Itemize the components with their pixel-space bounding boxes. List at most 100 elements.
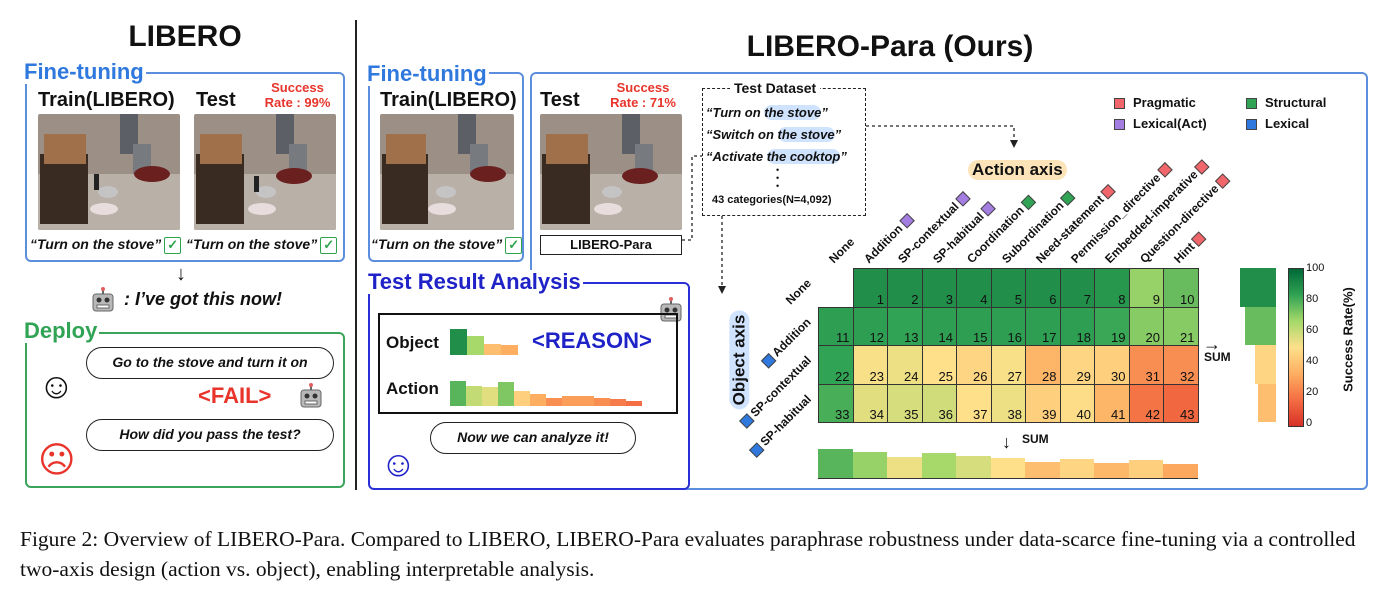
action-mini-bar bbox=[546, 398, 562, 407]
action-mini-bar bbox=[530, 394, 546, 406]
action-mini-bar bbox=[626, 401, 642, 406]
check-icon: ✓ bbox=[505, 237, 522, 254]
heatmap-cell: 32 bbox=[1163, 345, 1199, 385]
colorbar-tick: 40 bbox=[1306, 355, 1318, 367]
heatmap-cell: 30 bbox=[1094, 345, 1130, 385]
action-mini-bar bbox=[498, 382, 514, 406]
object-mini-bar bbox=[467, 336, 484, 355]
heatmap-cell: 6 bbox=[1025, 268, 1061, 308]
heatmap-cell: 7 bbox=[1060, 268, 1096, 308]
reason-text: <REASON> bbox=[532, 328, 652, 354]
action-mini-bar bbox=[514, 391, 530, 406]
legend-item: Pragmatic bbox=[1114, 92, 1196, 113]
deploy-label: Deploy bbox=[22, 319, 99, 343]
down-arrow-icon: ↓ bbox=[176, 264, 186, 284]
object-mini-bar bbox=[484, 344, 501, 355]
heatmap-cell: 3 bbox=[922, 268, 958, 308]
heatmap-cell: 11 bbox=[818, 307, 854, 347]
action-mini-bar bbox=[594, 398, 610, 407]
heatmap-cell: 25 bbox=[922, 345, 958, 385]
row-sum-bar bbox=[1240, 268, 1276, 307]
robot-icon bbox=[88, 286, 118, 316]
check-icon: ✓ bbox=[320, 237, 337, 254]
heatmap-cell: 40 bbox=[1060, 384, 1096, 424]
sum-label-right: SUM bbox=[1204, 350, 1231, 364]
libero-title: LIBERO bbox=[40, 20, 330, 54]
col-sum-bar bbox=[991, 458, 1026, 478]
row-sum-bar bbox=[1258, 384, 1276, 423]
colorbar-tick: 80 bbox=[1306, 293, 1318, 305]
right-train-title: Train(LIBERO) bbox=[380, 89, 517, 112]
left-test-instruction: “Turn on the stove”✓ bbox=[186, 236, 337, 254]
action-label: Action bbox=[386, 379, 439, 399]
colorbar bbox=[1288, 268, 1304, 427]
colorbar-tick: 60 bbox=[1306, 324, 1318, 336]
analysis-bubble: Now we can analyze it! bbox=[430, 422, 636, 454]
heatmap-cell: 33 bbox=[818, 384, 854, 424]
action-mini-bar bbox=[482, 387, 498, 406]
action-mini-bar bbox=[450, 381, 466, 407]
heatmap-cell: 15 bbox=[956, 307, 992, 347]
heatmap-cell: 23 bbox=[853, 345, 889, 385]
left-finetune-label: Fine-tuning bbox=[22, 60, 146, 84]
check-icon: ✓ bbox=[164, 237, 181, 254]
object-mini-bar bbox=[501, 345, 518, 355]
heatmap-cell: 29 bbox=[1060, 345, 1096, 385]
heatmap-cell: 2 bbox=[887, 268, 923, 308]
right-train-instruction: “Turn on the stove”✓ bbox=[371, 236, 522, 254]
left-train-scene-image bbox=[38, 114, 180, 230]
heatmap-cell: 41 bbox=[1094, 384, 1130, 424]
heatmap-cell: 14 bbox=[922, 307, 958, 347]
heatmap-cell: 34 bbox=[853, 384, 889, 424]
left-train-instruction: “Turn on the stove”✓ bbox=[30, 236, 181, 254]
colorbar-tick: 20 bbox=[1306, 386, 1318, 398]
action-mini-bar bbox=[578, 396, 594, 406]
heatmap-cell: 16 bbox=[991, 307, 1027, 347]
sum-label-bottom: SUM bbox=[1022, 432, 1049, 446]
heatmap-cell: 36 bbox=[922, 384, 958, 424]
figure-caption: Figure 2: Overview of LIBERO-Para. Compa… bbox=[20, 524, 1380, 584]
heatmap-cell: 12 bbox=[853, 307, 889, 347]
libero-para-tag: LIBERO-Para bbox=[540, 235, 682, 255]
heatmap-cell: 22 bbox=[818, 345, 854, 385]
heatmap-cell: 31 bbox=[1129, 345, 1165, 385]
col-sum-bar bbox=[922, 453, 957, 478]
col-sum-bar bbox=[1025, 462, 1060, 478]
col-sum-bar bbox=[1129, 460, 1164, 478]
user-question-bubble: How did you pass the test? bbox=[86, 419, 334, 451]
heatmap-cell: 4 bbox=[956, 268, 992, 308]
test-dataset-title: Test Dataset bbox=[730, 80, 820, 96]
heatmap-cell: 20 bbox=[1129, 307, 1165, 347]
heatmap-cell: 5 bbox=[991, 268, 1027, 308]
legend-item: Lexical(Act) bbox=[1114, 113, 1207, 134]
libero-para-title: LIBERO-Para (Ours) bbox=[640, 30, 1140, 64]
right-train-scene-image bbox=[380, 114, 514, 230]
left-test-title: Test bbox=[196, 89, 236, 112]
col-sum-bar bbox=[887, 457, 922, 478]
heatmap-cell: 19 bbox=[1094, 307, 1130, 347]
object-axis-label: Object axis bbox=[729, 311, 749, 410]
legend-item: Lexical bbox=[1246, 113, 1309, 134]
col-sum-bar bbox=[853, 452, 888, 478]
col-sum-bar bbox=[1163, 464, 1198, 478]
heatmap-cell: 26 bbox=[956, 345, 992, 385]
row-sum-bar bbox=[1255, 345, 1276, 384]
heatmap-cell: 13 bbox=[887, 307, 923, 347]
action-mini-bar bbox=[610, 399, 626, 406]
right-test-scene-image bbox=[540, 114, 682, 230]
left-train-title: Train(LIBERO) bbox=[38, 89, 175, 112]
col-sum-bar bbox=[1060, 459, 1095, 478]
right-test-title: Test bbox=[540, 89, 580, 112]
smiley-face-icon: ☺ bbox=[38, 368, 75, 404]
colorbar-tick: 100 bbox=[1306, 262, 1324, 274]
row-sum-bar bbox=[1245, 307, 1276, 346]
right-finetune-label: Fine-tuning bbox=[365, 62, 489, 86]
action-axis-label: Action axis bbox=[968, 160, 1067, 180]
col-sum-bar bbox=[818, 449, 853, 478]
heatmap-cell: 27 bbox=[991, 345, 1027, 385]
heatmap-cell: 35 bbox=[887, 384, 923, 424]
robot-icon bbox=[296, 382, 326, 412]
colorbar-tick: 0 bbox=[1306, 417, 1312, 429]
object-mini-bar bbox=[450, 329, 467, 355]
